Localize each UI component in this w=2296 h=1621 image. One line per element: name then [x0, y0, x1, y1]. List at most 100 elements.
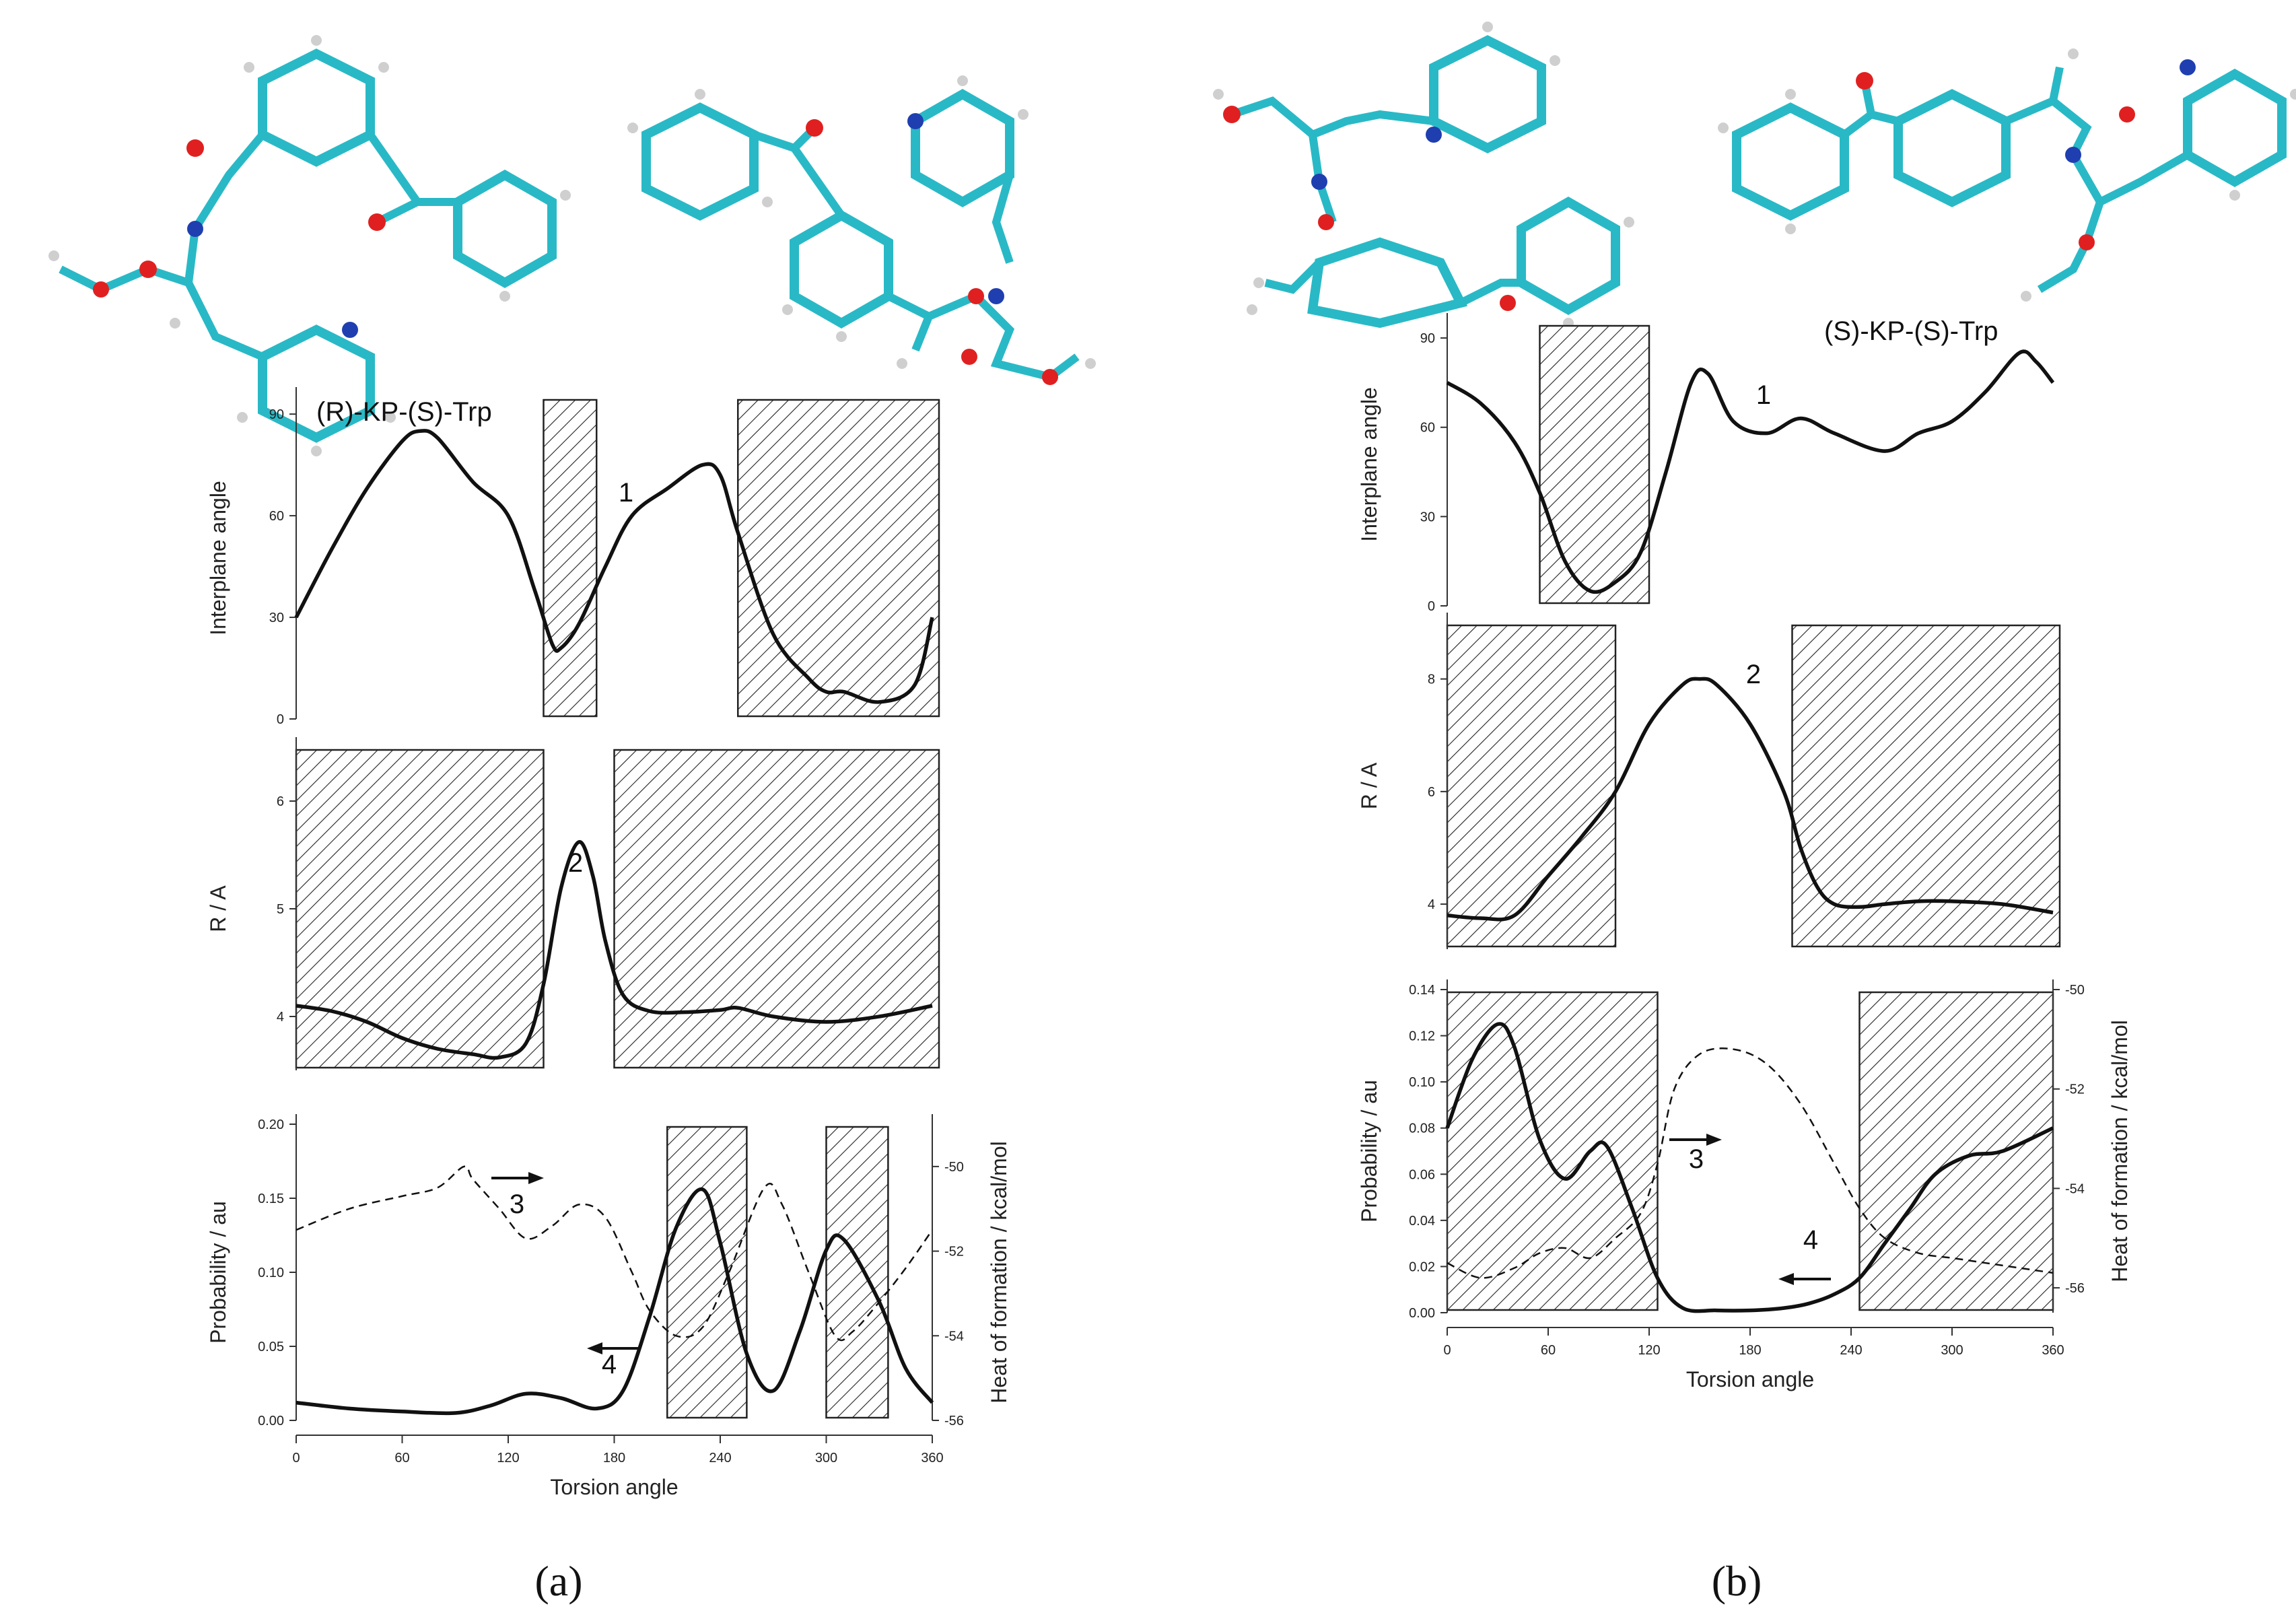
curve-number-label: 3 [510, 1189, 524, 1219]
y-axis-label: R / A [1357, 762, 1381, 809]
series-line-4 [295, 1187, 934, 1416]
compound-label: (R)-KP-(S)-Trp [316, 397, 492, 427]
y-tick-label: 0.20 [258, 1117, 284, 1132]
molecule-structure-a-right [627, 75, 1096, 385]
x-tick-label: 360 [921, 1451, 943, 1465]
compound-label: (S)-KP-(S)-Trp [1824, 316, 1998, 346]
hatched-region [1858, 991, 2054, 1311]
x-tick-label: 0 [1443, 1343, 1451, 1358]
hatched-region [543, 399, 598, 718]
x-tick-label: 300 [1941, 1343, 1963, 1358]
y-tick-label: 60 [1420, 421, 1435, 436]
y-tick-label: 0.05 [258, 1340, 284, 1354]
arrowhead-left-icon [587, 1342, 602, 1354]
curve-number-label: 2 [1746, 660, 1761, 689]
y2-tick-label: -50 [944, 1160, 964, 1175]
curve-number-label: 1 [1756, 380, 1771, 410]
series-line-1 [1446, 349, 2055, 594]
y-tick-label: 5 [277, 902, 284, 917]
y-tick-label: 0 [1428, 599, 1435, 614]
y-tick-label: 0.12 [1409, 1029, 1435, 1044]
y-tick-label: 0.10 [258, 1266, 284, 1280]
x-tick-label: 60 [1541, 1343, 1556, 1358]
y2-tick-label: -52 [944, 1245, 964, 1260]
y-tick-label: 0.08 [1409, 1122, 1435, 1136]
series-line-3 [295, 1165, 934, 1342]
y-tick-label: 0.04 [1409, 1214, 1435, 1229]
y-tick-label: 30 [1420, 510, 1435, 524]
molecule-structure-a-left [48, 35, 571, 456]
hatched-region [666, 1126, 748, 1419]
curve-number-label: 2 [568, 848, 583, 878]
x-tick-label: 180 [603, 1451, 625, 1465]
series-line-2 [1447, 677, 2054, 922]
molecule-structure-b-left [1213, 22, 1634, 329]
y-axis-label: Interplane angle [1357, 387, 1381, 542]
curve-number-label: 4 [602, 1350, 617, 1379]
x-tick-label: 180 [1739, 1343, 1761, 1358]
y-tick-label: 30 [269, 611, 284, 625]
x-tick-label: 240 [709, 1451, 731, 1465]
molecule-renderings [48, 22, 2296, 456]
y-tick-label: 90 [269, 407, 284, 422]
curve-number-label: 3 [1689, 1144, 1704, 1174]
hatched-region [737, 399, 940, 718]
y2-tick-label: -56 [944, 1414, 964, 1428]
y-tick-label: 4 [277, 1010, 284, 1025]
x-tick-label: 120 [1638, 1343, 1660, 1358]
y2-tick-label: -56 [2065, 1281, 2085, 1296]
x-tick-label: 60 [394, 1451, 409, 1465]
hatched-region [1539, 324, 1650, 605]
y-tick-label: 0.15 [258, 1192, 284, 1206]
y2-axis-label: Heat of formation / kcal/mol [2108, 1020, 2132, 1282]
y-tick-label: 60 [269, 509, 284, 524]
series-line-1 [294, 429, 934, 704]
x-axis-label: Torsion angle [1686, 1367, 1814, 1391]
y-tick-label: 0.14 [1409, 983, 1435, 998]
y-tick-label: 6 [277, 794, 284, 809]
curve-number-label: 1 [619, 478, 633, 508]
y-tick-label: 0.06 [1409, 1167, 1435, 1182]
x-tick-label: 360 [2042, 1343, 2064, 1358]
x-tick-label: 300 [815, 1451, 837, 1465]
y-axis-label: R / A [206, 885, 230, 932]
caption-a: (a) [534, 1557, 582, 1605]
arrowhead-right-icon [1706, 1134, 1722, 1146]
caption-b: (b) [1712, 1557, 1762, 1605]
hatched-region [295, 749, 545, 1069]
y-tick-label: 0.00 [258, 1414, 284, 1428]
y-tick-label: 0.02 [1409, 1260, 1435, 1274]
chart-panel-a-middle: 4 5 6 R / A 2 [206, 737, 940, 1070]
chart-panel-b-bottom: 0.00 0.02 0.04 0.06 0.08 0.10 0.12 0.14Probabil… [1357, 979, 2132, 1391]
x-tick-label: 120 [497, 1451, 519, 1465]
y-tick-label: 0.10 [1409, 1075, 1435, 1090]
y-tick-label: 0 [277, 712, 284, 727]
y-axis-label: Probability / au [206, 1201, 230, 1344]
curve-number-label: 4 [1803, 1225, 1818, 1255]
x-tick-label: 240 [1840, 1343, 1862, 1358]
series-line-2 [295, 840, 933, 1060]
molecule-structure-b-right [1718, 48, 2296, 302]
arrowhead-right-icon [528, 1172, 544, 1184]
hatched-region [1446, 624, 1617, 948]
y-tick-label: 8 [1428, 672, 1435, 687]
hatched-region [1791, 624, 2061, 948]
y2-axis-label: Heat of formation / kcal/mol [987, 1141, 1011, 1403]
y-axis-label: Probability / au [1357, 1080, 1381, 1222]
x-axis-label: Torsion angle [550, 1475, 678, 1499]
y-tick-label: 90 [1420, 331, 1435, 346]
y2-tick-label: -54 [944, 1329, 964, 1344]
arrowhead-left-icon [1778, 1273, 1794, 1285]
series-line-4 [1445, 1022, 2054, 1313]
x-tick-label: 0 [292, 1451, 300, 1465]
y2-tick-label: -50 [2065, 983, 2085, 998]
hatched-region [1446, 991, 1659, 1311]
y2-tick-label: -52 [2065, 1082, 2085, 1097]
y-tick-label: 6 [1428, 785, 1435, 800]
y-tick-label: 0.00 [1409, 1306, 1435, 1321]
